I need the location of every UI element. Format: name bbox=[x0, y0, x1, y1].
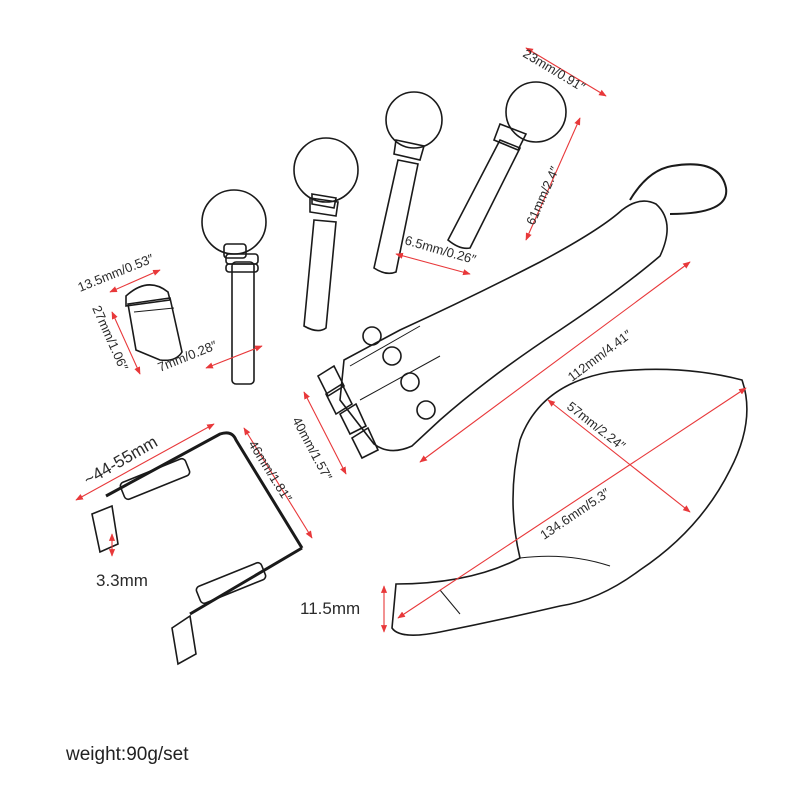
dim-chinrest-length bbox=[397, 387, 747, 619]
dim-peg-head bbox=[525, 47, 607, 97]
label-chinrest-width: 57mm/2.24″ bbox=[564, 399, 628, 454]
end-pin bbox=[125, 284, 183, 362]
chinrest-clamp bbox=[91, 431, 304, 666]
label-peg-shaft-2: 6.5mm/0.26″ bbox=[403, 232, 478, 267]
tuning-peg-1 bbox=[201, 189, 267, 385]
label-peg-shaft: 7mm/0.28″ bbox=[156, 337, 220, 374]
dim-tailpiece-length bbox=[419, 261, 691, 463]
tailpiece bbox=[316, 163, 728, 460]
dim-peg-shaft bbox=[205, 345, 263, 369]
dimension-lines bbox=[75, 47, 747, 633]
weight-text: weight:90g/set bbox=[66, 744, 189, 765]
label-endpin-head: 13.5mm/0.53″ bbox=[76, 251, 157, 295]
tuning-peg-2 bbox=[293, 137, 359, 332]
dim-tailpiece-width bbox=[303, 391, 347, 475]
dim-clamp-height bbox=[243, 427, 313, 539]
label-chinrest-length: 134.6mm/5.3″ bbox=[537, 485, 612, 543]
dim-chinrest-width bbox=[547, 399, 691, 513]
label-endpin-length: 27mm/1.06″ bbox=[89, 303, 131, 373]
label-chinrest-height: 11.5mm bbox=[300, 599, 360, 618]
dim-endpin-length bbox=[111, 311, 141, 375]
label-clamp-span: ~44-55mm bbox=[81, 432, 161, 489]
label-peg-length: 61mm/2.4″ bbox=[523, 164, 562, 227]
dimension-labels: 13.5mm/0.53″ 27mm/1.06″ 7mm/0.28″ 6.5mm/… bbox=[76, 46, 635, 618]
dim-peg-length bbox=[525, 117, 581, 241]
label-tailpiece-width: 40mm/1.57″ bbox=[289, 414, 335, 483]
dim-endpin-head bbox=[109, 269, 161, 293]
label-tailpiece-length: 112mm/4.41″ bbox=[565, 326, 635, 384]
dim-clamp-span bbox=[75, 423, 215, 501]
label-clamp-rod: 3.3mm bbox=[96, 571, 148, 590]
